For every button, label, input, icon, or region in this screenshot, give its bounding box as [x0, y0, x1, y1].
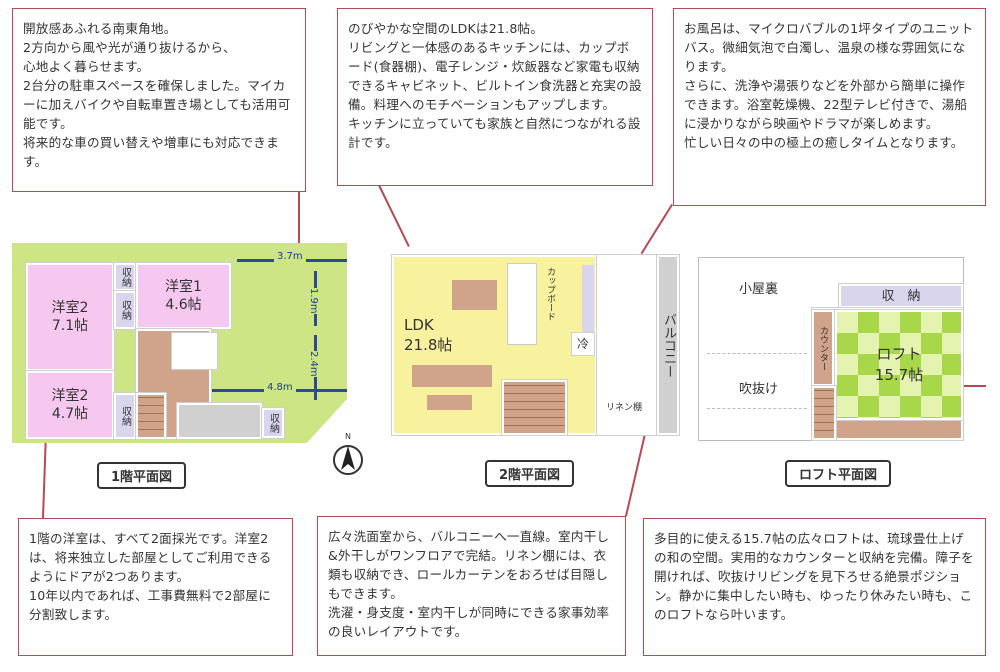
dimension-label: 2.4m	[308, 351, 319, 377]
loft-floor-plan: 小屋裏 収 納 カウンター ロフト 15.7帖 吹抜け	[698, 257, 964, 441]
ldk-label: LDK 21.8帖	[404, 316, 453, 354]
void-label: 吹抜け	[739, 382, 779, 397]
leader-line	[962, 385, 986, 387]
entrance	[176, 402, 263, 440]
callout-text: 1階の洋室は、すべて2面採光です。洋室2は、将来独立した部屋としてご利用できるよ…	[29, 531, 272, 622]
leader-line	[625, 430, 647, 517]
stairs	[811, 385, 837, 441]
storage: 収納	[113, 262, 137, 292]
callout-parking: 開放感あふれる南東角地。 2方向から風や光が通り抜けるから、 心地よく暮らせます…	[12, 8, 306, 192]
first-floor-plan: 洋室2 7.1帖 洋室2 4.7帖 収納 収納 収納 洋室1 4.6帖 収納 3…	[12, 243, 347, 443]
second-floor-plan-title: 2階平面図	[485, 460, 575, 487]
room-western-2-small: 洋室2 4.7帖	[25, 370, 115, 440]
fridge: 冷	[571, 332, 595, 356]
loft-room: ロフト 15.7帖	[834, 309, 964, 421]
cupboard-label: カップボード	[545, 267, 555, 321]
linen-shelf-label: リネン棚	[606, 403, 643, 413]
callout-laundry: 広々洗面室から、バルコニーへ一直線。室内干し&外干しがワンフロアで完結。リネン棚…	[317, 516, 626, 656]
callout-ldk: のびやかな空間のLDKは21.8帖。 リビングと一体感のあるキッチンには、カップ…	[337, 8, 653, 186]
stairs	[135, 392, 167, 440]
cupboard	[582, 265, 594, 335]
leader-line	[298, 190, 300, 246]
callout-text: お風呂は、マイクロバブルの1坪タイプのユニットバス。微細気泡で白濁し、温泉の様な…	[684, 21, 974, 150]
compass-icon: N	[330, 432, 366, 476]
callout-text: 開放感あふれる南東角地。 2方向から風や光が通り抜けるから、 心地よく暮らせます…	[23, 21, 291, 169]
dimension-label: 4.8m	[264, 382, 296, 393]
storage: 収納	[261, 407, 285, 439]
callout-text: のびやかな空間のLDKは21.8帖。 リビングと一体感のあるキッチンには、カップ…	[348, 21, 642, 150]
callout-first-floor-rooms: 1階の洋室は、すべて2面採光です。洋室2は、将来独立した部屋としてご利用できるよ…	[18, 518, 293, 656]
callout-bath: お風呂は、マイクロバブルの1坪タイプのユニットバス。微細気泡で白濁し、温泉の様な…	[673, 8, 986, 206]
storage: 収納	[113, 392, 137, 440]
callout-text: 多目的に使える15.7帖の広々ロフトは、琉球畳仕上げの和の空間。実用的なカウンタ…	[654, 531, 974, 622]
dining-table	[452, 280, 497, 310]
dimension-label: 3.7m	[274, 251, 306, 262]
room-western-2-large: 洋室2 7.1帖	[25, 262, 115, 372]
toilet	[171, 332, 218, 370]
north-label: N	[345, 432, 351, 441]
dimension-label: 1.9m	[308, 288, 319, 314]
callout-loft: 多目的に使える15.7帖の広々ロフトは、琉球畳仕上げの和の空間。実用的なカウンタ…	[643, 518, 986, 656]
balcony: バルコニー	[656, 254, 680, 436]
storage: 収納	[113, 290, 137, 330]
callout-text: 広々洗面室から、バルコニーへ一直線。室内干し&外干しがワンフロアで完結。リネン棚…	[328, 529, 610, 639]
second-floor-plan: LDK 21.8帖 カップボード 冷 リネン棚 バルコニー	[391, 254, 682, 437]
loft-plan-title: ロフト平面図	[785, 460, 892, 487]
kitchen-counter	[507, 263, 537, 345]
counter: カウンター	[811, 309, 835, 387]
leader-line	[378, 185, 410, 247]
bath-wash-room	[596, 254, 658, 436]
stairs	[501, 379, 568, 436]
sofa	[412, 365, 492, 387]
coffee-table	[427, 395, 472, 410]
divider	[707, 353, 807, 354]
attic-label: 小屋裏	[739, 282, 779, 297]
room-western-1: 洋室1 4.6帖	[135, 262, 232, 330]
first-floor-plan-title: 1階平面図	[97, 462, 187, 489]
leader-line	[640, 204, 673, 255]
storage: 収 納	[838, 283, 964, 309]
divider	[707, 408, 807, 409]
leader-line	[42, 434, 47, 519]
